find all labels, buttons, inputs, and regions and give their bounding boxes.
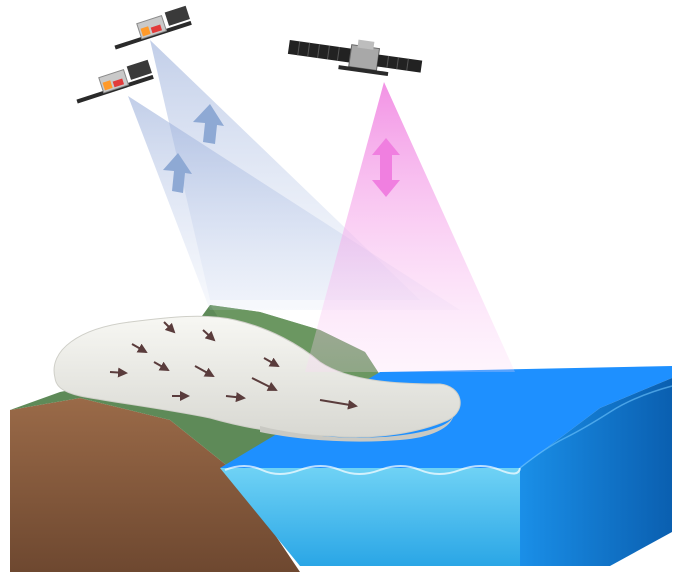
satellite-icon	[287, 30, 424, 80]
satellite-icon	[72, 60, 154, 104]
solar-panel-left	[288, 40, 351, 62]
solar-panel-right	[377, 55, 422, 73]
ice-flow-arrow	[110, 372, 126, 373]
satellite-icon	[110, 6, 192, 50]
